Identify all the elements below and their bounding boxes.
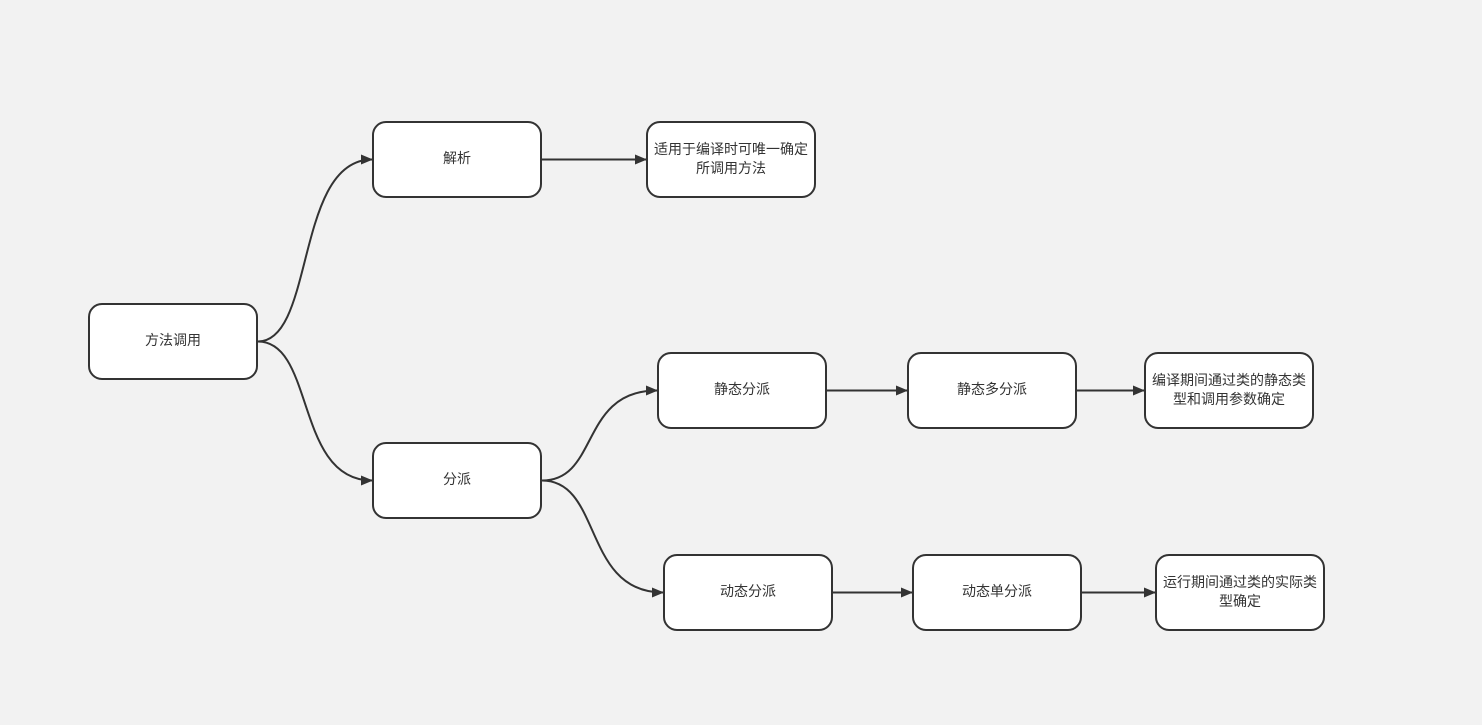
node-dynamic-dispatch[interactable]: 动态分派	[663, 554, 833, 631]
node-resolution-description[interactable]: 适用于编译时可唯一确定所调用方法	[646, 121, 816, 198]
node-dispatch[interactable]: 分派	[372, 442, 542, 519]
node-label: 编译期间通过类的静态类型和调用参数确定	[1152, 372, 1306, 408]
node-label: 适用于编译时可唯一确定所调用方法	[654, 141, 808, 177]
edge-root-to-dispatch	[257, 340, 373, 486]
node-label: 动态分派	[720, 584, 776, 600]
node-resolution[interactable]: 解析	[372, 121, 542, 198]
edge-root-to-parse	[257, 154, 373, 343]
edge-dispatch-to-dynamic_dispatch	[541, 479, 664, 598]
node-method-invocation[interactable]: 方法调用	[88, 303, 258, 380]
node-label: 静态多分派	[957, 382, 1027, 398]
node-static-dispatch[interactable]: 静态分派	[657, 352, 827, 429]
edge-dispatch-to-static_dispatch	[541, 385, 658, 482]
node-label: 方法调用	[145, 333, 201, 349]
node-dynamic-description[interactable]: 运行期间通过类的实际类型确定	[1155, 554, 1325, 631]
node-label: 动态单分派	[962, 584, 1032, 600]
node-dynamic-single-dispatch[interactable]: 动态单分派	[912, 554, 1082, 631]
node-label: 静态分派	[714, 382, 770, 398]
node-label: 运行期间通过类的实际类型确定	[1163, 574, 1317, 610]
node-label: 分派	[443, 472, 471, 488]
node-label: 解析	[443, 151, 471, 167]
node-static-description[interactable]: 编译期间通过类的静态类型和调用参数确定	[1144, 352, 1314, 429]
node-static-multi-dispatch[interactable]: 静态多分派	[907, 352, 1077, 429]
